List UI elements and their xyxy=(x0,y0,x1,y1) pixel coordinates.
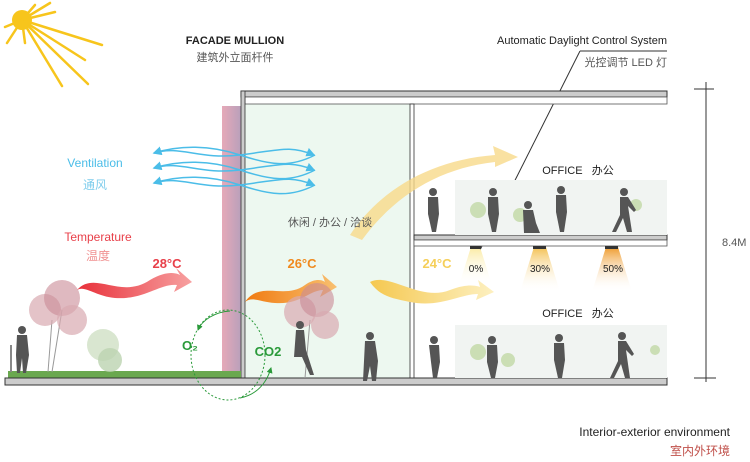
office-temperature: 24°C xyxy=(422,256,452,271)
atrium-temperature: 26°C xyxy=(287,256,317,271)
daylight-title: Automatic Daylight Control System xyxy=(497,35,667,47)
dimension-height: 8.4M xyxy=(722,237,746,249)
facade-mullion xyxy=(222,106,241,372)
ventilation-label: Ventilation xyxy=(67,156,122,170)
caption-subtitle: 室内外环境 xyxy=(670,443,730,458)
ventilation-arrows xyxy=(152,146,316,195)
facade-subtitle: 建筑外立面杆件 xyxy=(197,50,274,64)
light-level-30: 30% xyxy=(530,264,550,275)
people-silhouettes xyxy=(16,186,636,381)
ventilation-label-cn: 通风 xyxy=(83,178,107,192)
gas-cycle-circle xyxy=(190,309,266,401)
middle-floor-slab xyxy=(413,234,668,241)
tree-atrium xyxy=(284,283,339,379)
temperature-label-cn: 温度 xyxy=(86,248,110,263)
caption-title: Interior-exterior environment xyxy=(579,425,730,439)
daylight-subtitle: 光控调节 LED 灯 xyxy=(584,55,667,69)
office-lower-label: OFFICE 办公 xyxy=(542,307,614,320)
roof-slab xyxy=(240,90,668,98)
co2-arrow-icon xyxy=(239,367,273,399)
sun-icon xyxy=(3,1,104,88)
co2-label: CO2 xyxy=(255,344,282,359)
ground-slab xyxy=(4,377,668,386)
left-wall xyxy=(240,90,246,380)
light-level-50: 50% xyxy=(603,264,623,275)
tree-outdoor xyxy=(29,280,122,373)
office-upper-label: OFFICE 办公 xyxy=(542,164,614,177)
led-light-30 xyxy=(520,246,560,292)
o2-arrow-icon xyxy=(197,310,231,331)
grass xyxy=(8,371,241,378)
atrium-label: 休闲 / 办公 / 洽谈 xyxy=(288,215,372,229)
middle-ceiling xyxy=(413,239,668,247)
daylight-arrow xyxy=(350,146,518,240)
led-light-50 xyxy=(592,246,632,292)
roof-ceiling xyxy=(244,96,668,105)
light-level-0: 0% xyxy=(469,264,484,275)
dimension-line xyxy=(694,82,716,382)
railing xyxy=(10,345,12,372)
led-light-0 xyxy=(459,246,492,285)
glass-wall xyxy=(409,103,415,380)
temperature-label: Temperature xyxy=(64,230,132,244)
o2-label: O₂ xyxy=(182,338,198,353)
heat-arrow-atrium xyxy=(245,274,337,304)
heat-arrow-outdoor xyxy=(77,268,192,299)
facade-title: FACADE MULLION xyxy=(186,35,284,47)
outdoor-temperature: 28°C xyxy=(152,256,182,271)
heat-arrow-office xyxy=(370,279,494,304)
